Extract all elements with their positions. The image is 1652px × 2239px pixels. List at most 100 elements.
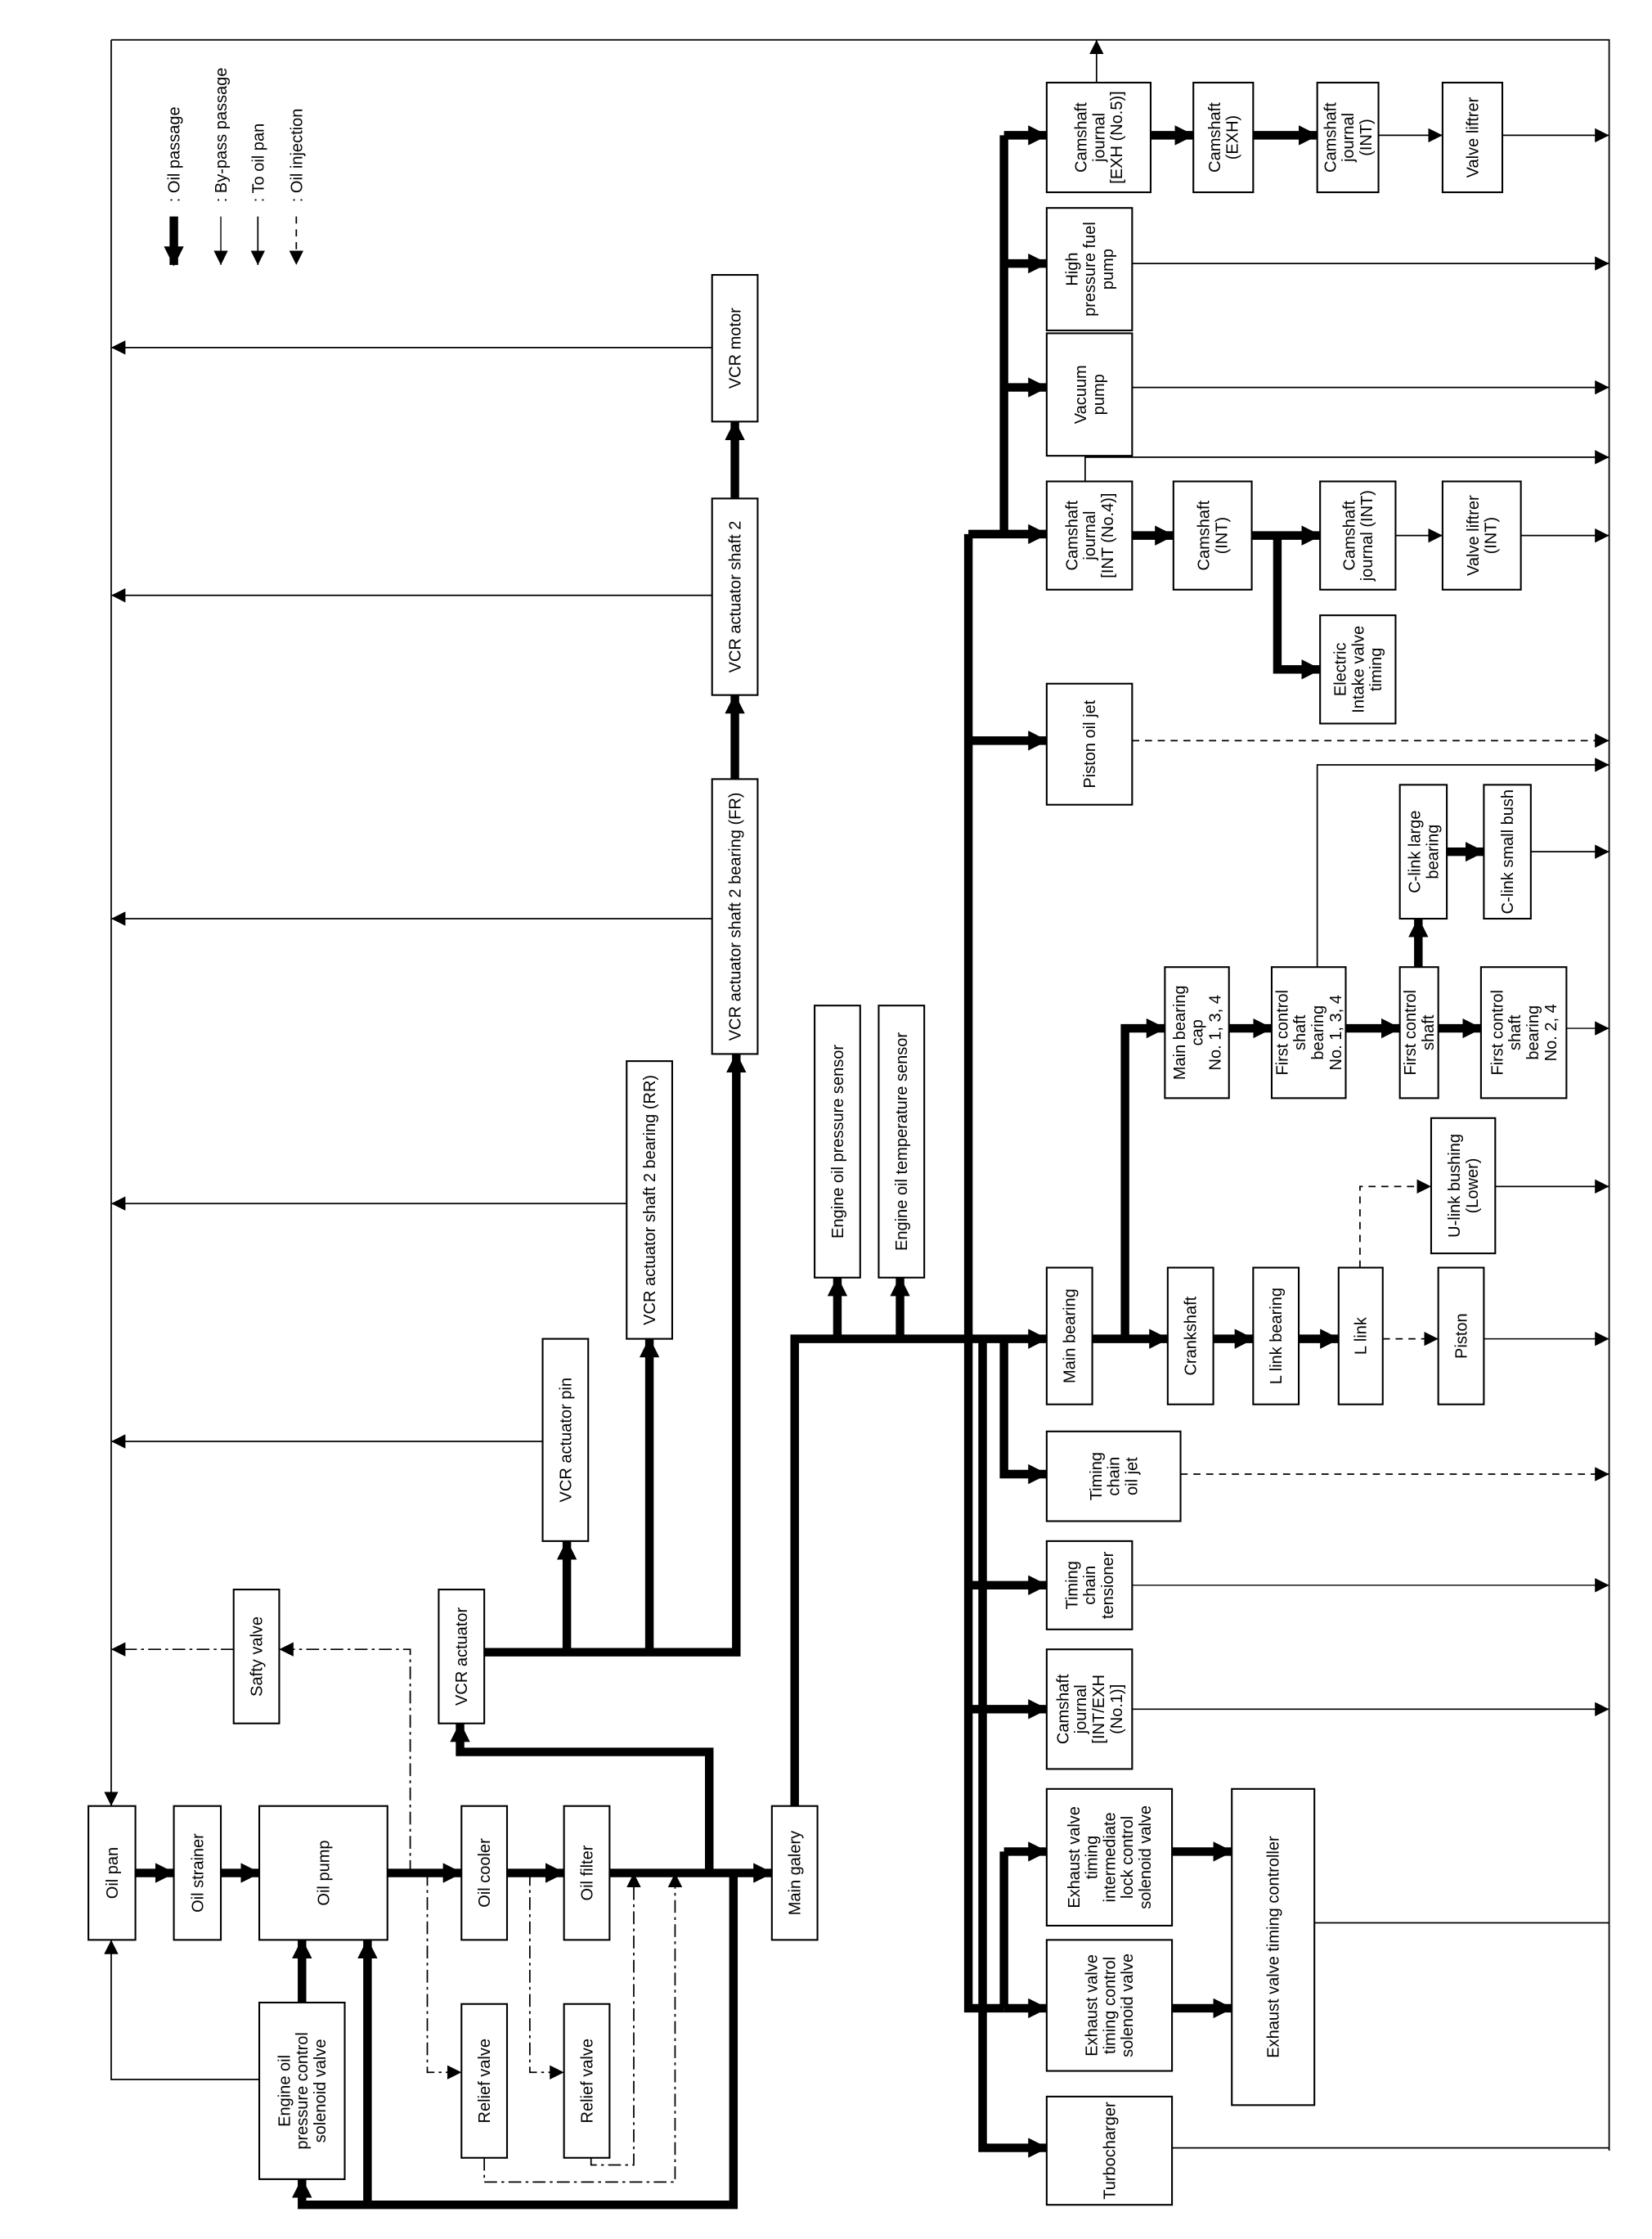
label-line: pressure fuel: [1081, 222, 1099, 317]
label-line: Camshaft: [1340, 500, 1358, 570]
component-box: [1045, 2095, 1174, 2206]
label-line: Turbocharger: [1101, 2102, 1119, 2200]
component-label: VCR actuator shaft 2: [727, 521, 745, 673]
label-line: cap: [1189, 1019, 1207, 1045]
component-first-control-shaft: First controlshaft: [1398, 966, 1439, 1099]
label-line: solenoid valve: [1137, 1805, 1155, 1909]
label-line: Valve liftrer: [1464, 97, 1482, 178]
label-line: Vacuum: [1072, 365, 1090, 424]
label-line: Electric: [1331, 643, 1349, 697]
label-line: [INT (No.4)]: [1099, 493, 1117, 578]
component-label: Main galery: [787, 1831, 805, 1915]
component-main-bearing: Main bearing: [1045, 1266, 1093, 1405]
label-line: tensioner: [1099, 1551, 1117, 1619]
component-cam-journal-int4: Camshaftjournal[INT (No.4)]: [1045, 480, 1134, 591]
component-box: [1192, 81, 1255, 194]
component-label: Camshaft(EXH): [1206, 102, 1242, 173]
component-label: VCR actuator shaft 2 bearing (FR): [727, 793, 745, 1041]
label-line: Relief valve: [476, 2039, 494, 2123]
label-line: (INT): [1214, 517, 1232, 555]
component-label: C-link largebearing: [1406, 811, 1442, 893]
label-line: solenoid valve: [1119, 1954, 1137, 2057]
component-box: [1398, 784, 1448, 920]
component-box: [626, 1060, 674, 1340]
label-line: bearing: [1424, 825, 1442, 879]
label-line: (No.1)]: [1108, 1684, 1126, 1734]
component-label: Piston oil jet: [1081, 699, 1099, 788]
component-cam-journal-int-a: Camshaftjournal(INT): [1316, 81, 1380, 194]
component-label: Turbocharger: [1101, 2102, 1119, 2200]
component-label: L link bearing: [1268, 1288, 1286, 1384]
label-line: (EXH): [1224, 115, 1242, 160]
label-line: Relief valve: [578, 2039, 596, 2123]
component-box: [438, 1589, 486, 1724]
component-eop-sensor: Engine oil pressure sensor: [814, 1005, 861, 1279]
component-box: [541, 1338, 590, 1542]
component-label: Timingchainoil jet: [1088, 1452, 1142, 1500]
component-box: [1045, 480, 1134, 591]
component-l-link: L link: [1337, 1266, 1384, 1405]
component-cam-journal-1: Camshaftjournal[INT/EXH(No.1)]: [1045, 1648, 1134, 1770]
component-l-link-bearing: L link bearing: [1252, 1266, 1300, 1405]
component-label: ElectricIntake valvetiming: [1331, 626, 1385, 713]
component-box: [563, 2003, 611, 2159]
label-line: oil jet: [1123, 1457, 1141, 1495]
component-relief-valve-2: Relief valve: [563, 2003, 611, 2159]
label-line: L link bearing: [1268, 1288, 1286, 1384]
label-line: intermediate: [1101, 1812, 1119, 1902]
component-box: [1045, 81, 1152, 194]
component-box: [1319, 480, 1397, 591]
label-line: First control: [1488, 990, 1506, 1076]
label-line: bearing: [1524, 1005, 1542, 1060]
component-fcs-bearing-134: First controlshaftbearingNo. 1, 3, 4: [1270, 966, 1347, 1099]
component-box: [1045, 1939, 1174, 2072]
component-piston: Piston: [1437, 1266, 1485, 1405]
component-box: [1045, 1787, 1174, 1927]
label-line: No. 1, 3, 4: [1206, 995, 1224, 1070]
component-oil-strainer: Oil strainer: [173, 1805, 222, 1941]
label-line: Oil pan: [104, 1847, 122, 1899]
label-line: Valve liftrer: [1465, 495, 1483, 576]
component-label: Oil cooler: [476, 1838, 494, 1908]
label-line: Camshaft: [1073, 102, 1091, 173]
flow-line-thick: [450, 1721, 714, 1873]
component-crankshaft: Crankshaft: [1166, 1266, 1214, 1405]
component-box: [1337, 1266, 1384, 1405]
flow-line-thick: [978, 1338, 1048, 2158]
component-oil-pump: Oil pump: [258, 1805, 388, 1941]
label-line: timing: [1367, 648, 1385, 691]
label-line: VCR actuator shaft 2 bearing (RR): [641, 1075, 659, 1325]
component-label: Camshaftjournal[INT/EXH(No.1)]: [1054, 1674, 1125, 1744]
label-line: Piston: [1452, 1313, 1470, 1359]
flow-line-thick: [1120, 1018, 1167, 1339]
component-label: Exhaust valvetiming controlsolenoid valv…: [1084, 1954, 1138, 2057]
component-electric-ivt: ElectricIntake valvetiming: [1319, 614, 1397, 725]
component-box: [1430, 1117, 1497, 1255]
label-line: bearing: [1309, 1005, 1327, 1060]
component-box: [1045, 332, 1134, 457]
flow-line-thick: [790, 1334, 983, 1806]
component-turbocharger: Turbocharger: [1045, 2095, 1174, 2206]
component-oil-cooler: Oil cooler: [460, 1805, 509, 1941]
legend-label: : By-pass passage: [213, 68, 231, 203]
label-line: High: [1063, 252, 1081, 285]
component-vcr-shaft2: VCR actuator shaft 2: [711, 497, 759, 696]
label-line: Camshaft: [1322, 102, 1340, 173]
component-label: Relief valve: [476, 2039, 494, 2123]
component-box: [232, 1589, 281, 1724]
label-line: [INT/EXH: [1090, 1675, 1108, 1744]
label-line: Oil pump: [315, 1840, 333, 1905]
component-box: [1045, 207, 1134, 331]
component-fcs-bearing-24: First controlshaftbearingNo. 2, 4: [1479, 966, 1568, 1099]
label-line: Engine oil temperature sensor: [893, 1032, 911, 1251]
component-oil-pan: Oil pan: [88, 1805, 137, 1941]
component-box: [1045, 1266, 1093, 1405]
component-box: [563, 1805, 611, 1941]
component-label: VCR motor: [727, 308, 745, 389]
component-box: [1441, 81, 1504, 194]
label-line: Main galery: [787, 1831, 805, 1915]
component-label: Camshaftjournal(INT): [1322, 102, 1376, 173]
component-vacuum-pump: Vacuumpump: [1045, 332, 1134, 457]
label-line: Safty valve: [249, 1616, 267, 1697]
